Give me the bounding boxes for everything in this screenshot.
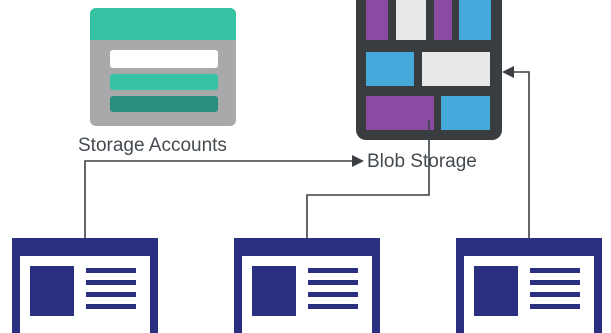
connector-page3-to-blob <box>502 66 530 238</box>
connectors <box>84 66 530 238</box>
storage-account-icon <box>90 8 236 126</box>
web-page-icon <box>234 238 380 333</box>
connector-page2-to-blob <box>306 120 430 238</box>
blob-storage-label: Blob Storage <box>367 151 477 172</box>
connector-page1-to-blob <box>84 155 364 238</box>
web-page-icon <box>456 238 602 333</box>
storage-accounts-label: Storage Accounts <box>78 135 227 156</box>
blob-storage-icon <box>356 0 502 140</box>
web-page-icon <box>12 238 158 333</box>
